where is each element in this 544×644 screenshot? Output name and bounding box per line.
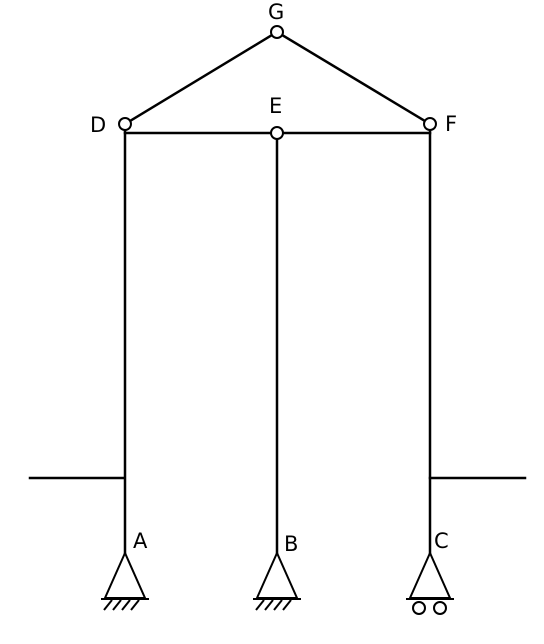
label-a: A — [133, 529, 148, 553]
label-g: G — [268, 0, 284, 24]
member-gf — [275, 30, 432, 126]
hinge-d — [118, 117, 132, 131]
label-f: F — [445, 112, 457, 136]
hinge-e — [270, 126, 284, 140]
label-b: B — [284, 532, 298, 556]
label-e: E — [269, 94, 282, 118]
hinge-g — [270, 25, 284, 39]
label-c: C — [434, 529, 449, 553]
support-b-pinned — [253, 550, 301, 611]
member-dg — [123, 30, 279, 126]
support-a-pinned — [101, 550, 149, 611]
support-c-roller — [406, 550, 454, 615]
hinge-f — [423, 117, 437, 131]
label-d: D — [90, 113, 106, 137]
